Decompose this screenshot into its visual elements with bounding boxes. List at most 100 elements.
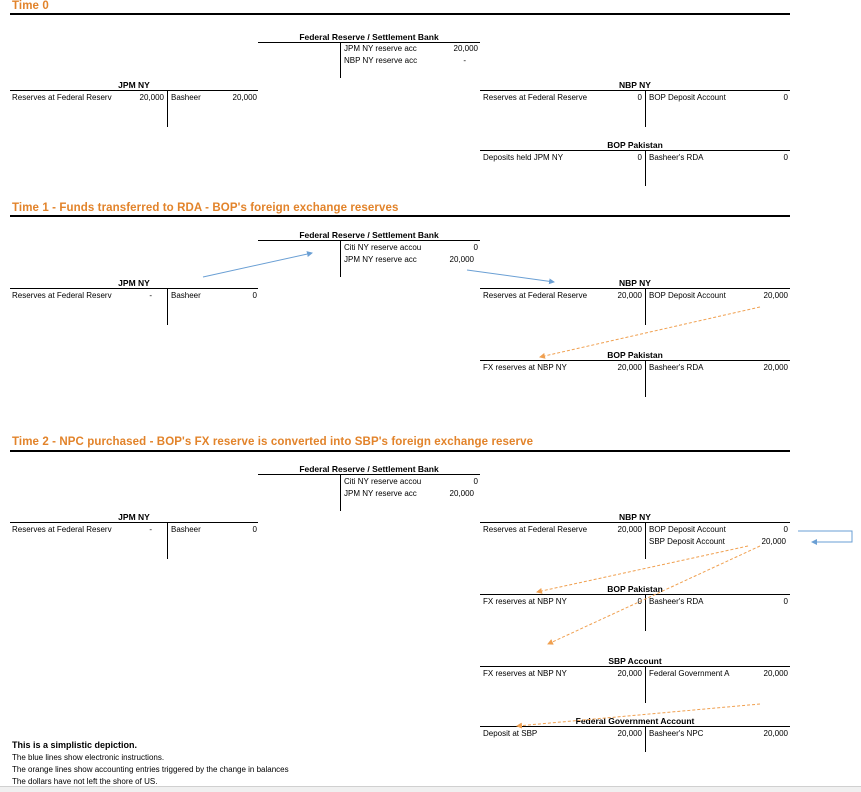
- jpm-ny-title: JPM NY: [118, 278, 150, 288]
- bop-left-label: FX reserves at NBP NY: [483, 597, 567, 606]
- fed-row-label: Citi NY reserve accou: [344, 243, 422, 252]
- sbp-left-value: 20,000: [617, 669, 642, 678]
- fed-row-value: 0: [473, 477, 478, 486]
- blue-arrow: [798, 530, 853, 545]
- orange-arrow: [516, 703, 761, 729]
- nbp-left-value: 0: [637, 93, 642, 102]
- t-account-divider: [645, 594, 646, 631]
- nbp-right-value: 0: [783, 525, 788, 534]
- t-account-rule: [480, 288, 790, 289]
- nbp-right-label: BOP Deposit Account: [649, 525, 726, 534]
- nbp-right-value: 20,000: [761, 537, 786, 546]
- jpm-ny-title: JPM NY: [118, 80, 150, 90]
- t-account-divider: [645, 150, 646, 186]
- t-account-divider: [167, 90, 168, 127]
- fed-row-value: 20,000: [449, 489, 474, 498]
- section-rule: [10, 215, 790, 217]
- fed-row-label: NBP NY reserve acc: [344, 56, 418, 65]
- t-account-rule: [480, 150, 790, 151]
- bop-right-value: 0: [783, 597, 788, 606]
- t-account-rule: [480, 522, 790, 523]
- section-title-time2: Time 2 - NPC purchased - BOP's FX reserv…: [12, 436, 534, 448]
- bop-pakistan-title: BOP Pakistan: [607, 584, 663, 594]
- bop-right-label: Basheer's RDA: [649, 153, 704, 162]
- jpm-right-value: 20,000: [232, 93, 257, 102]
- fed-reserve-title: Federal Reserve / Settlement Bank: [299, 464, 439, 474]
- federal-government-account-title: Federal Government Account: [575, 716, 695, 726]
- bop-left-label: FX reserves at NBP NY: [483, 363, 567, 372]
- t-account-divider: [340, 42, 341, 78]
- fga-right-value: 20,000: [763, 729, 788, 738]
- notes-line: The dollars have not left the shore of U…: [12, 777, 158, 786]
- fga-left-value: 20,000: [617, 729, 642, 738]
- bop-right-value: 20,000: [763, 363, 788, 372]
- jpm-left-label: Reserves at Federal Reserv: [12, 525, 112, 534]
- jpm-right-label: Basheer: [171, 291, 201, 300]
- t-account-rule: [480, 726, 790, 727]
- bop-pakistan-title: BOP Pakistan: [607, 140, 663, 150]
- fed-reserve-title: Federal Reserve / Settlement Bank: [299, 230, 439, 240]
- fed-reserve-title: Federal Reserve / Settlement Bank: [299, 32, 439, 42]
- bop-right-label: Basheer's RDA: [649, 363, 704, 372]
- t-account-rule: [258, 240, 480, 241]
- fga-left-label: Deposit at SBP: [483, 729, 538, 738]
- section-title-time1: Time 1 - Funds transferred to RDA - BOP'…: [12, 202, 399, 214]
- fed-row-label: JPM NY reserve acc: [344, 44, 417, 53]
- section-rule: [10, 450, 790, 452]
- fed-row-label: JPM NY reserve acc: [344, 255, 417, 264]
- t-account-divider: [645, 360, 646, 397]
- t-account-rule: [480, 666, 790, 667]
- t-account-rule: [10, 522, 258, 523]
- jpm-right-label: Basheer: [171, 525, 201, 534]
- nbp-left-value: 20,000: [617, 291, 642, 300]
- sbp-right-value: 20,000: [763, 669, 788, 678]
- jpm-left-label: Reserves at Federal Reserv: [12, 291, 112, 300]
- nbp-left-label: Reserves at Federal Reserve: [483, 291, 588, 300]
- blue-arrow: [202, 251, 313, 278]
- jpm-left-value: -: [149, 291, 152, 300]
- bop-right-value: 0: [783, 153, 788, 162]
- nbp-right-value: 0: [783, 93, 788, 102]
- sbp-right-label: Federal Government A: [649, 669, 730, 678]
- fed-row-value: 20,000: [453, 44, 478, 53]
- fed-row-value: 0: [473, 243, 478, 252]
- jpm-left-value: -: [149, 525, 152, 534]
- t-account-divider: [167, 288, 168, 325]
- section-rule: [10, 13, 790, 15]
- jpm-right-value: 0: [252, 525, 257, 534]
- t-account-rule: [480, 594, 790, 595]
- t-account-divider: [340, 474, 341, 511]
- bop-pakistan-title: BOP Pakistan: [607, 350, 663, 360]
- t-account-divider: [645, 522, 646, 559]
- nbp-left-label: Reserves at Federal Reserve: [483, 525, 588, 534]
- blue-arrow: [466, 269, 555, 285]
- nbp-right-label: BOP Deposit Account: [649, 93, 726, 102]
- t-account-rule: [258, 474, 480, 475]
- jpm-ny-title: JPM NY: [118, 512, 150, 522]
- t-account-rule: [480, 90, 790, 91]
- sbp-account-title: SBP Account: [608, 656, 662, 666]
- notes-heading: This is a simplistic depiction.: [12, 740, 138, 750]
- fed-row-label: JPM NY reserve acc: [344, 489, 417, 498]
- jpm-left-value: 20,000: [139, 93, 164, 102]
- nbp-left-label: Reserves at Federal Reserve: [483, 93, 588, 102]
- bop-left-value: 0: [637, 153, 642, 162]
- t-account-rule: [10, 288, 258, 289]
- sbp-left-label: FX reserves at NBP NY: [483, 669, 567, 678]
- orange-arrow: [539, 306, 761, 359]
- nbp-right-value: 20,000: [763, 291, 788, 300]
- fga-right-label: Basheer's NPC: [649, 729, 704, 738]
- notes-line: The blue lines show electronic instructi…: [12, 753, 165, 762]
- t-account-divider: [645, 726, 646, 752]
- t-account-rule: [10, 90, 258, 91]
- fed-row-label: Citi NY reserve accou: [344, 477, 422, 486]
- bop-left-value: 20,000: [617, 363, 642, 372]
- t-account-divider: [645, 666, 646, 703]
- window-bottom-scrollbar[interactable]: [0, 786, 861, 792]
- t-account-rule: [258, 42, 480, 43]
- orange-arrow: [547, 545, 761, 645]
- nbp-ny-title: NBP NY: [619, 80, 651, 90]
- jpm-right-label: Basheer: [171, 93, 201, 102]
- t-account-divider: [645, 288, 646, 325]
